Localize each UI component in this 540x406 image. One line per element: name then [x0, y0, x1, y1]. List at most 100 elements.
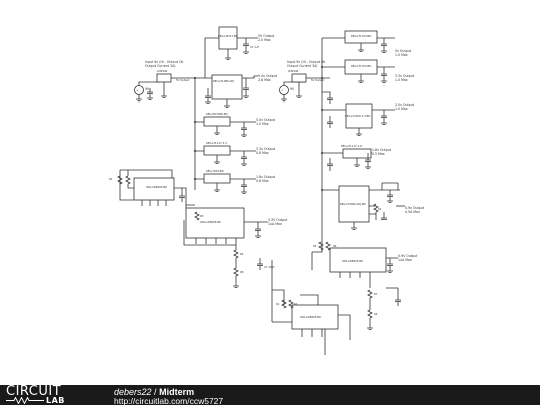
reg-right-18v[interactable]: REG-LT1117-1.8: [341, 144, 372, 159]
svg-text:R4: R4: [240, 252, 244, 256]
reg-right-mid[interactable]: REG-LT3020-3.3-BD: [345, 103, 373, 129]
output-label-left-33v-2: 0.8 Max: [256, 151, 269, 155]
output-label-right-top2-1: 3.3v Output: [395, 74, 415, 78]
component-ref: OPA-AD8605-BD: [342, 259, 363, 263]
left-power-section: + 9V Input 9v (Hi - Output Ok Output Cur…: [109, 26, 288, 290]
project-url[interactable]: http://circuitlab.com/ccw5727: [114, 396, 224, 406]
component-ref: REG-LT1117-3.3: [206, 141, 227, 145]
resistor-right-g[interactable]: R2: [288, 299, 298, 309]
svg-text:R2: R2: [294, 302, 298, 306]
input-note-left-2: Output Current 3A): [145, 64, 176, 68]
logo-text-top: CIRCUIT: [6, 384, 62, 399]
output-label-left-33v-1: 3.3v Output: [256, 147, 276, 151]
output-label-left-5v-2: 1.0 Max: [256, 122, 269, 126]
component-ref: REG-LT1763-BD: [351, 34, 371, 38]
schematic-canvas: + 9V Input 9v (Hi - Output Ok Output Cur…: [109, 26, 425, 355]
svg-text:R4: R4: [374, 312, 378, 316]
resistor-right-f[interactable]: R1: [276, 299, 287, 309]
reg-left-5v[interactable]: REG-MC7805-BD: [203, 112, 231, 127]
component-ref: REG-MC7805-BD: [206, 112, 228, 116]
resistor-logo-icon: [6, 397, 44, 404]
source-label: 9V: [145, 87, 150, 91]
project-title: debers22 / Midterm: [114, 387, 194, 397]
voltage-source-right[interactable]: + 9V: [279, 85, 296, 95]
component-ref: REG-7818-BD: [206, 169, 224, 173]
resistor-right-a[interactable]: R2: [373, 203, 382, 213]
output-label-right-mid-2: 1.0 Max: [395, 107, 408, 111]
svg-text:R6: R6: [333, 244, 337, 248]
component-ref: REG-LT1085-ADJ: [213, 79, 234, 83]
output-label-left-top-1: 5V Output: [258, 34, 275, 38]
output-label-left-5v-1: 5.0v Output: [256, 118, 276, 122]
component-ref: REG-LT1117-1.8: [341, 144, 362, 148]
input-note-right-1: Input 9v (Hi - Output Ok: [287, 60, 325, 64]
source-label: 9V: [290, 87, 295, 91]
component-ref: REG-LM317-BD: [218, 34, 238, 38]
resistor-left-e[interactable]: R8: [233, 267, 244, 277]
output-label-right-opamp-2: 1uA Max: [398, 258, 412, 262]
project-name: Midterm: [159, 387, 195, 397]
svg-text:R1: R1: [109, 177, 113, 181]
output-label-left-opamp-2: 1uA Max: [268, 222, 282, 226]
resistor-right-c[interactable]: R6: [325, 241, 337, 251]
username-link[interactable]: debers22: [114, 387, 152, 397]
ic-right-c[interactable]: OPA-AD8605-BD: [291, 304, 339, 337]
input-note-right-2: Output Current 3A): [287, 64, 318, 68]
resistor-right-b[interactable]: R5: [313, 241, 324, 251]
output-label-small-1: 5V Output: [176, 78, 189, 82]
reg-right-top2[interactable]: REG-LT1763-BD: [344, 59, 378, 75]
ic-right-a[interactable]: REG-LT3080-ADJ-BD: [338, 185, 370, 223]
svg-text:R7: R7: [374, 292, 378, 296]
ic-left-b[interactable]: OPA-AD8605-BD: [185, 207, 245, 244]
component-ref: OPA-AD8605-BD: [200, 220, 221, 224]
svg-text:+: +: [136, 88, 138, 92]
reg-left-small[interactable]: LM2940: [156, 69, 172, 83]
output-label-left-main-2: 2.8 Max: [258, 78, 271, 82]
input-note-left-1: Input 9v (Hi - Output Ok: [145, 60, 183, 64]
output-label-right-top1-2: 1.0 Max: [395, 53, 408, 57]
title-separator: /: [154, 387, 157, 397]
resistor-right-e[interactable]: R4: [367, 309, 378, 319]
output-label-left-main-1: 9.4v Output: [258, 74, 278, 78]
svg-text:R1: R1: [276, 302, 280, 306]
component-ref: OPA-AD8605-BD: [300, 315, 321, 319]
right-power-section: + 9V Input 9v (Hi - Output Ok Output Cur…: [271, 30, 425, 355]
svg-text:R3: R3: [200, 214, 204, 218]
output-label-left-18v-2: 0.8 Max: [256, 179, 269, 183]
output-label-right-mid-1: 2.5v Output: [395, 103, 415, 107]
resistor-left-d[interactable]: R4: [233, 249, 244, 259]
reg-right-small[interactable]: LM2940: [288, 69, 307, 83]
output-label-right-ic-1: 0.9v Output: [405, 206, 425, 210]
output-label-right-opamp-1: 0.9V Output: [398, 254, 418, 258]
reg-left-top[interactable]: REG-LM317-BD: [218, 26, 238, 50]
svg-text:C1 1uF: C1 1uF: [250, 45, 260, 49]
svg-text:+: +: [281, 88, 283, 92]
output-label-right-18v-2: 0.5 Max: [372, 152, 385, 156]
cap-left-1[interactable]: [147, 88, 153, 98]
output-label-left-opamp-1: 3.3V Output: [268, 218, 288, 222]
output-label-right-18v-1: 1.8v Output: [372, 148, 392, 152]
resistor-left-a[interactable]: R1: [109, 175, 123, 185]
resistor-right-d[interactable]: R7: [367, 289, 378, 299]
output-label-right-top1-1: 5v Output: [395, 49, 412, 53]
reg-left-18v[interactable]: REG-7818-BD: [203, 169, 231, 184]
component-ref: OPA-AD8605-BD: [146, 185, 167, 189]
logo-text-bottom: LAB: [46, 396, 65, 405]
component-ref: LM2940: [157, 69, 168, 73]
component-ref: REG-LT3080-ADJ-BD: [340, 202, 366, 206]
resistor-left-b[interactable]: [125, 175, 131, 185]
svg-text:R8: R8: [240, 270, 244, 274]
resistor-left-c[interactable]: R3: [194, 211, 204, 221]
component-ref: REG-LT3020-3.3-BD: [345, 114, 370, 118]
ic-left-a[interactable]: OPA-AD8605-BD: [133, 177, 175, 206]
reg-right-top1[interactable]: REG-LT1763-BD: [344, 30, 378, 44]
reg-left-main[interactable]: REG-LT1085-ADJ: [211, 74, 243, 100]
footer-bar: CIRCUIT LAB debers22 / Midterm http://ci…: [0, 384, 540, 406]
output-label-right-top2-2: 1.0 Max: [395, 78, 408, 82]
component-ref: LM2940: [288, 69, 299, 73]
reg-left-33v[interactable]: REG-LT1117-3.3: [203, 141, 231, 156]
svg-text:R5: R5: [313, 244, 317, 248]
circuitlab-logo[interactable]: CIRCUIT LAB: [6, 384, 92, 405]
svg-text:R2: R2: [378, 207, 382, 211]
ic-right-b[interactable]: OPA-AD8605-BD: [329, 247, 387, 278]
